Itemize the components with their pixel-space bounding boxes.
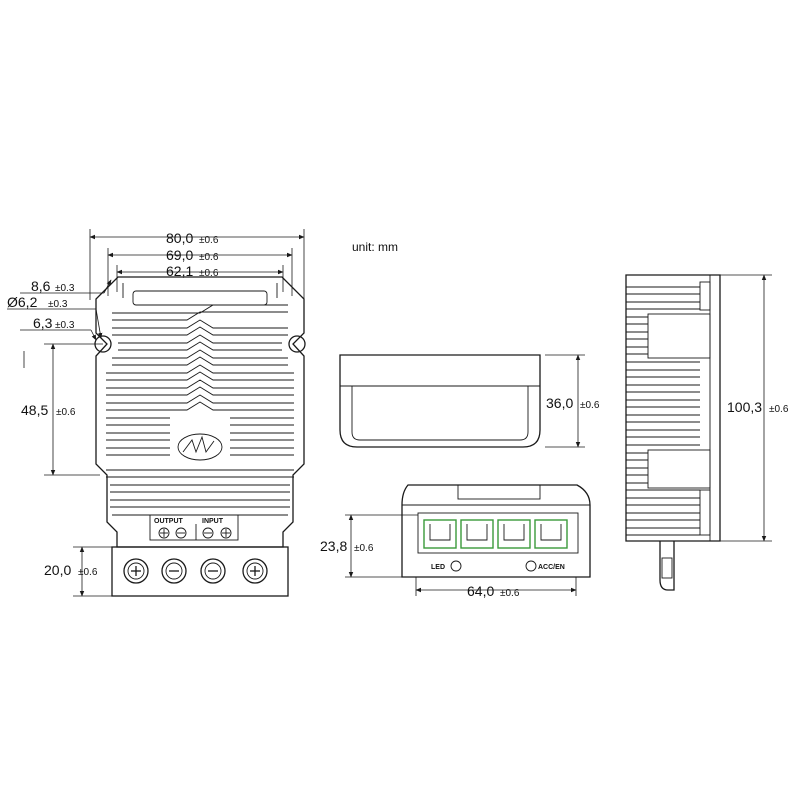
dim-20-tol: ±0.6	[78, 567, 98, 578]
profile-terminal-tab	[659, 541, 675, 591]
heatsink-fins-upper	[106, 304, 294, 456]
heatsink-fins-lower	[106, 469, 294, 516]
dim-80-value: 80,0	[166, 230, 193, 246]
front-dimensions: 80,0 ±0.6 69,0 ±0.6 62,1 ±0.6 8,6 ±0.3 Ø…	[7, 229, 305, 597]
dim-8-6-tol: ±0.3	[55, 283, 75, 294]
dim-6-3-value: 6,3	[33, 315, 53, 331]
dim-100-3-tol: ±0.6	[769, 404, 789, 415]
profile-view: 100,3 ±0.6	[625, 274, 789, 591]
side-view: 36,0 ±0.6	[339, 354, 600, 448]
dim-100-3-value: 100,3	[727, 399, 762, 415]
dim-23-8-value: 23,8	[320, 538, 347, 554]
green-terminals	[423, 519, 568, 549]
dim-20-value: 20,0	[44, 562, 71, 578]
end-top-ridge	[457, 484, 541, 500]
dim-64-tol: ±0.6	[500, 588, 520, 599]
dim-8-6-value: 8,6	[31, 278, 51, 294]
dim-hole-dia-tol: ±0.3	[48, 299, 68, 310]
dim-36-tol: ±0.6	[580, 400, 600, 411]
end-housing-outline	[401, 484, 591, 578]
brand-logo	[177, 433, 223, 461]
dim-48-5-value: 48,5	[21, 402, 48, 418]
dim-69-tol: ±0.6	[199, 252, 219, 263]
dim-64-value: 64,0	[467, 583, 494, 599]
polarity-symbols	[158, 524, 232, 540]
dim-6-3-tol: ±0.3	[55, 320, 75, 331]
unit-note: unit: mm	[352, 240, 398, 254]
dim-48-5-tol: ±0.6	[56, 407, 76, 418]
dim-62-tol: ±0.6	[199, 268, 219, 279]
dim-23-8-tol: ±0.6	[354, 543, 374, 554]
acc-label: ACC/EN	[538, 564, 565, 571]
label-input: INPUT	[202, 518, 224, 525]
profile-boss-lower	[647, 449, 711, 489]
dim-36-value: 36,0	[546, 395, 573, 411]
front-housing-outline	[95, 276, 305, 548]
front-view: OUTPUT INPUT	[94, 276, 306, 597]
profile-housing-outline	[625, 274, 721, 542]
dim-62-value: 62,1	[166, 263, 193, 279]
dim-hole-dia-value: Ø6,2	[7, 294, 38, 310]
mounting-hole-right	[288, 335, 306, 353]
acc-indicator	[525, 560, 537, 572]
label-output: OUTPUT	[154, 518, 184, 525]
terminal-block	[111, 546, 289, 597]
profile-boss-upper	[647, 313, 711, 359]
terminal-window	[417, 512, 579, 554]
side-housing-outline	[339, 354, 541, 448]
led-indicator	[450, 560, 462, 572]
led-label: LED	[431, 564, 445, 571]
screw-terminals	[123, 558, 268, 584]
top-rail	[132, 290, 268, 306]
terminal-label-block	[149, 514, 239, 541]
dim-80-tol: ±0.6	[199, 235, 219, 246]
end-view: LED ACC/EN 23,8 ±0.6 64,0 ±0.6	[320, 484, 591, 599]
profile-fins	[626, 286, 700, 536]
dim-69-value: 69,0	[166, 247, 193, 263]
